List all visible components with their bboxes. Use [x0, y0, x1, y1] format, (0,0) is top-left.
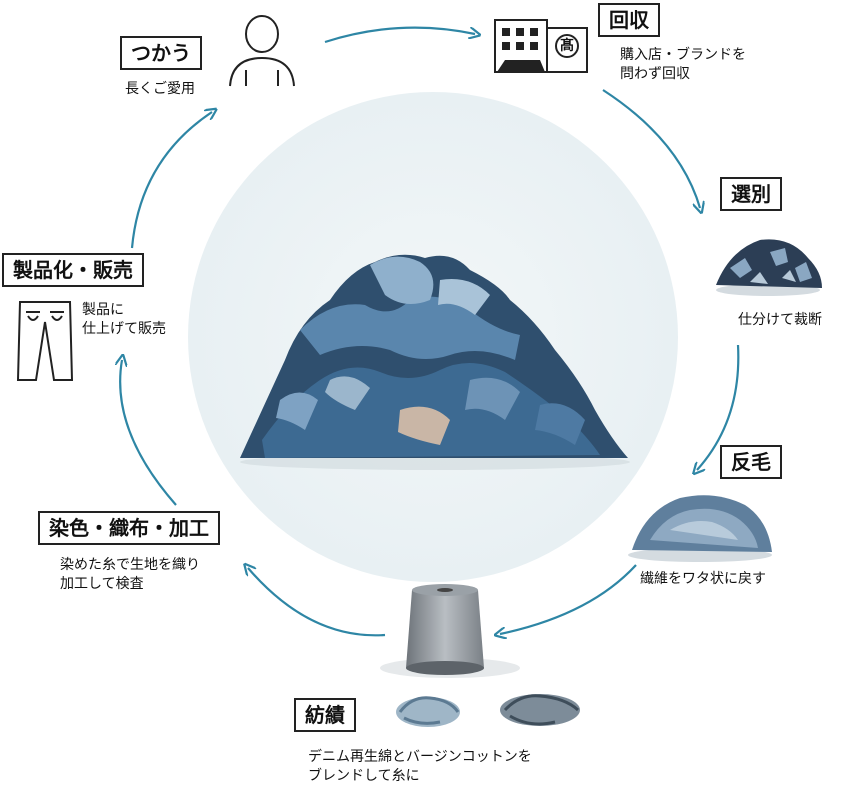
store-sign: 髙: [560, 38, 574, 54]
desc-line: 長くご愛用: [125, 81, 195, 97]
arrow-dyeing-to-product: [120, 360, 177, 506]
desc-line: ブレンドして糸に: [308, 768, 420, 784]
desc-line: 仕分けて裁断: [738, 312, 822, 328]
denim-pile-image: [240, 254, 630, 470]
desc-line: 繊維をワタ状に戻す: [640, 571, 766, 587]
step-title-sort: 選別: [720, 177, 782, 211]
arrow-opening-to-spinning: [500, 564, 637, 634]
step-desc-opening: 繊維をワタ状に戻す: [640, 570, 766, 589]
step-desc-use: 長くご愛用: [125, 80, 195, 99]
arrow-collect-to-sort: [602, 89, 700, 208]
step-desc-sort: 仕分けて裁断: [738, 311, 822, 330]
cotton-fiber-icon: [628, 495, 772, 562]
desc-line: 仕上げて販売: [82, 321, 166, 337]
desc-line: 染めた糸で生地を織り: [60, 557, 200, 573]
person-icon: [229, 15, 295, 87]
step-title-opening: 反毛: [720, 445, 782, 479]
yarn-cone-icon: [380, 584, 520, 678]
step-title-product: 製品化・販売: [2, 253, 144, 287]
arrow-sort-to-opening: [697, 344, 740, 470]
arrow-use-to-collect: [324, 26, 475, 44]
step-desc-spinning: デニム再生綿とバージンコットンを ブレンドして糸に: [308, 748, 532, 786]
step-desc-dyeing: 染めた糸で生地を織り 加工して検査: [60, 556, 200, 594]
store-building-icon: [494, 19, 588, 73]
desc-line: デニム再生綿とバージンコットンを: [308, 749, 532, 765]
jeans-icon: [16, 301, 74, 381]
desc-line: 加工して検査: [60, 576, 144, 592]
arrow-product-to-use: [130, 112, 212, 249]
recycled-and-virgin-cotton-icons: [396, 694, 580, 727]
denim-scraps-icon: [716, 239, 822, 296]
desc-line: 購入店・ブランドを: [620, 47, 746, 63]
step-title-dyeing: 染色・織布・加工: [38, 511, 220, 545]
desc-line: 製品に: [82, 302, 124, 318]
step-title-use: つかう: [120, 36, 202, 70]
step-desc-collect: 購入店・ブランドを 問わず回収: [620, 46, 746, 84]
step-title-collect: 回収: [598, 3, 660, 37]
step-desc-product: 製品に 仕上げて販売: [82, 301, 166, 339]
desc-line: 問わず回収: [620, 66, 690, 82]
step-title-spinning: 紡績: [294, 698, 356, 732]
arrow-spinning-to-dyeing: [248, 568, 386, 637]
